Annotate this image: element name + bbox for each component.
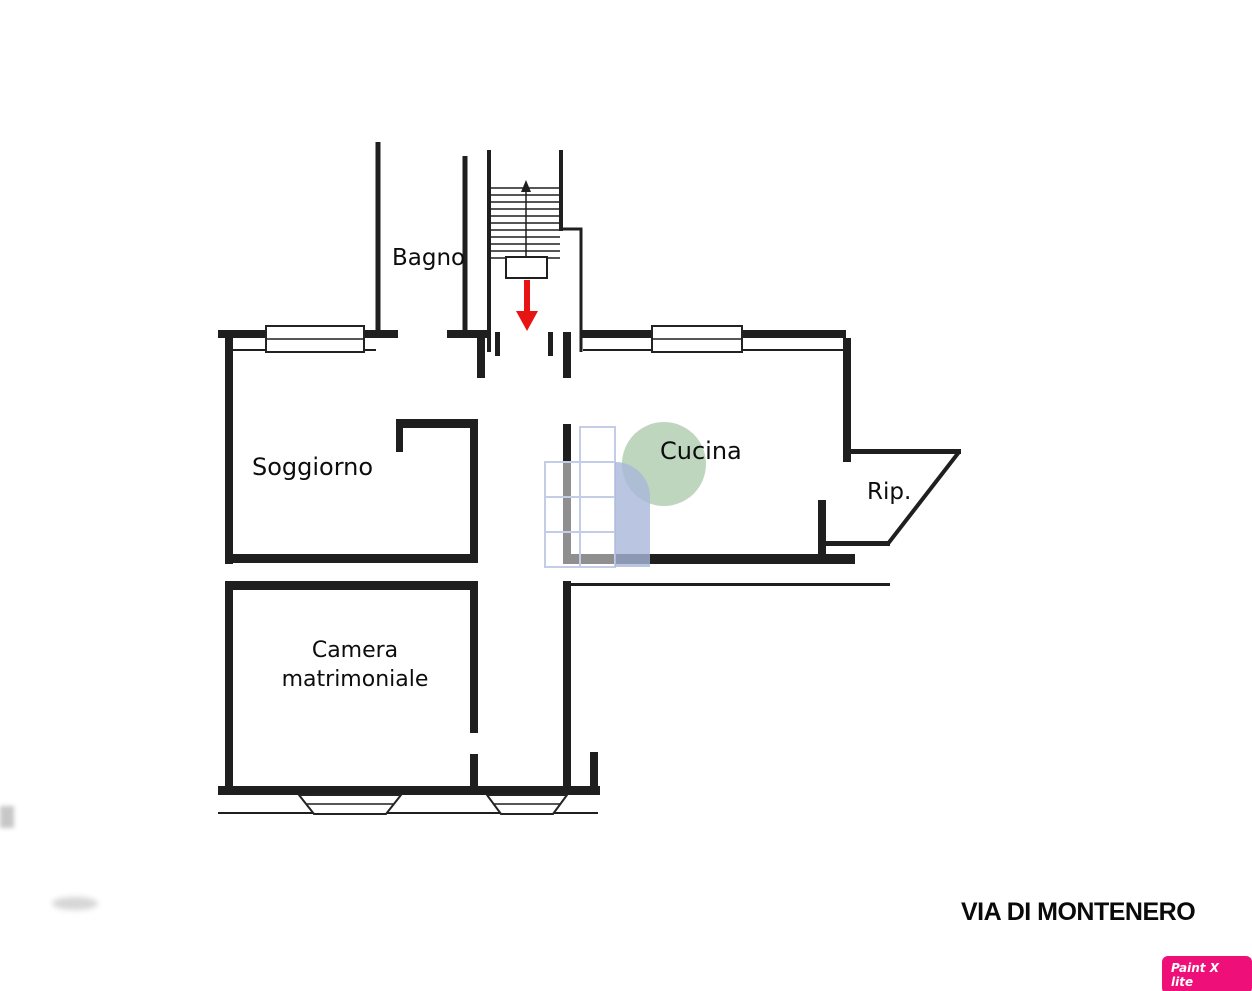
room-label-bagno: Bagno (392, 245, 466, 271)
room-label-rip: Rip. (867, 479, 912, 505)
scan-artifact (0, 806, 14, 828)
rip-walls (818, 449, 961, 556)
stairs-direction-arrow-icon (521, 180, 531, 192)
street-label: VIA DI MONTENERO (961, 898, 1196, 926)
room-label-camera: Camera matrimoniale (255, 636, 455, 694)
room-label-soggiorno: Soggiorno (252, 453, 374, 481)
window-symbol-top-left (265, 325, 365, 353)
window-symbol-top-right (651, 325, 743, 353)
room-label-camera-line1: Camera (311, 638, 399, 663)
cucina-walls (563, 338, 890, 586)
furniture-overlay (544, 426, 650, 568)
watermark-badge: Paint X lite (1162, 956, 1252, 991)
window-symbol-bottom-right (485, 794, 569, 815)
room-label-cucina: Cucina (660, 437, 742, 465)
soggiorno-walls (225, 338, 478, 564)
room-label-camera-line2: matrimoniale (281, 667, 429, 692)
entrance-arrow-icon (516, 280, 538, 331)
window-symbol-bottom-left (296, 794, 404, 815)
staircase (487, 150, 583, 352)
camera-walls (225, 581, 478, 793)
door-swing-icon (615, 462, 650, 497)
bagno-walls (375, 142, 468, 336)
scan-artifact (52, 897, 98, 910)
